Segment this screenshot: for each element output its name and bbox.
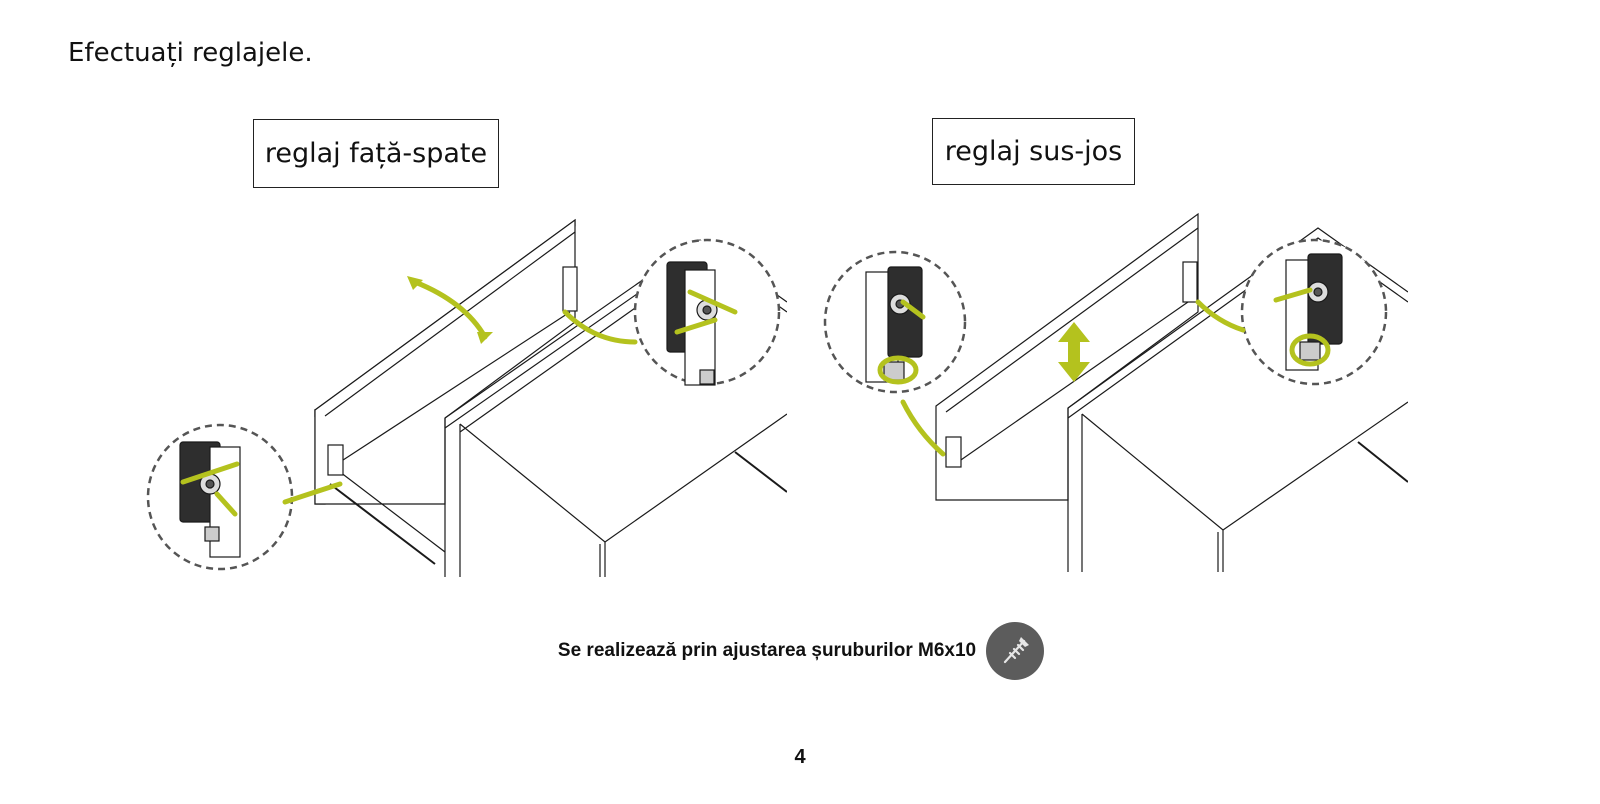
- page-heading: Efectuați reglajele.: [68, 38, 313, 68]
- label-up-down-adjustment: reglaj sus-jos: [932, 118, 1135, 185]
- label-front-back-text: reglaj față-spate: [264, 138, 488, 169]
- label-front-back-adjustment: reglaj față-spate: [253, 119, 499, 188]
- front-back-adjustment-illustration: [146, 218, 787, 577]
- footnote: Se realizează prin ajustarea șuruburilor…: [0, 622, 1600, 680]
- label-up-down-text: reglaj sus-jos: [944, 136, 1123, 167]
- up-down-adjustment-illustration: [823, 212, 1408, 572]
- up-down-arrow-icon: [1058, 322, 1090, 382]
- footnote-text: Se realizează prin ajustarea șuruburilor…: [557, 640, 977, 661]
- page-number: 4: [794, 746, 806, 768]
- screw-icon: [986, 622, 1045, 680]
